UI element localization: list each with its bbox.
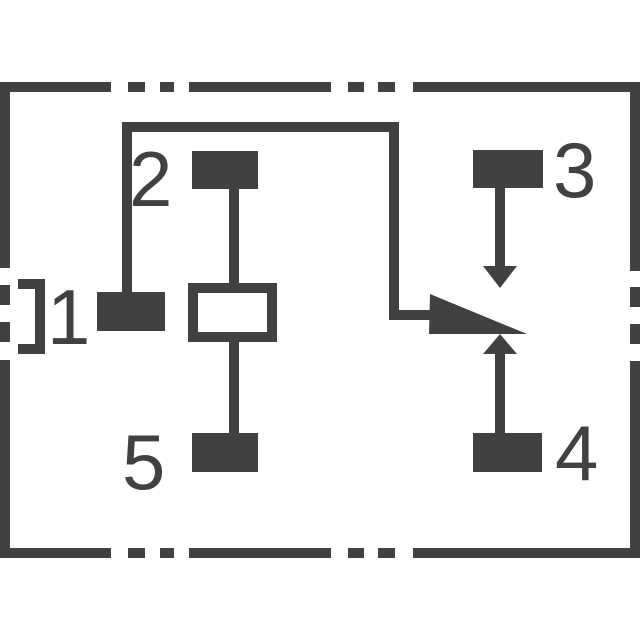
pin1-bracket-vertical <box>35 279 45 354</box>
pin2-coil-wire <box>229 189 239 283</box>
outline-right-segment <box>630 361 640 558</box>
outline-bottom-dash <box>378 548 395 558</box>
outline-top-dash <box>348 82 364 92</box>
outline-bottom-segment <box>413 548 640 558</box>
outline-top-dash <box>128 82 145 92</box>
outline-top-segment <box>0 82 111 92</box>
movable-contact-triangle-icon <box>429 294 527 334</box>
outline-left-segment <box>0 82 10 268</box>
outline-bottom-dash <box>160 548 174 558</box>
outline-top-segment <box>189 82 331 92</box>
outline-right-dash <box>630 324 640 344</box>
pin5-label: 5 <box>122 418 166 506</box>
outline-bottom-dash <box>128 548 145 558</box>
pin2-pad <box>192 151 258 189</box>
pin2-label: 2 <box>129 135 173 223</box>
outline-top-dash <box>378 82 395 92</box>
common-wire-elbow <box>389 310 439 320</box>
outline-top-segment <box>413 82 640 92</box>
pin1-label: 1 <box>47 273 91 361</box>
pin4-label: 4 <box>555 409 599 497</box>
outline-bottom-segment <box>189 548 331 558</box>
pin4-arrow-shaft <box>495 352 505 433</box>
outline-right-segment <box>630 82 640 271</box>
pin1-bracket-bottom <box>18 344 45 354</box>
pin3-label: 3 <box>553 126 597 214</box>
outline-top-dash <box>160 82 174 92</box>
pin4-pad <box>473 433 542 472</box>
coil-pin5-wire <box>229 342 239 433</box>
outline-left-dash <box>0 285 10 305</box>
outline-bottom-dash <box>348 548 364 558</box>
outline-left-segment <box>0 360 10 558</box>
pin1-bracket-top <box>18 279 45 289</box>
arrow-up-icon <box>483 334 517 354</box>
pin5-pad <box>192 433 258 472</box>
common-wire-top <box>122 122 399 132</box>
coil-symbol <box>188 283 277 342</box>
common-wire-left-drop <box>122 132 132 292</box>
common-wire-right-drop <box>389 132 399 310</box>
outline-right-dash <box>630 287 640 307</box>
pin1-pad <box>97 292 165 331</box>
pin3-pad <box>473 150 543 188</box>
outline-bottom-segment <box>0 548 111 558</box>
outline-left-dash <box>0 322 10 342</box>
pin3-arrow-shaft <box>495 188 505 270</box>
